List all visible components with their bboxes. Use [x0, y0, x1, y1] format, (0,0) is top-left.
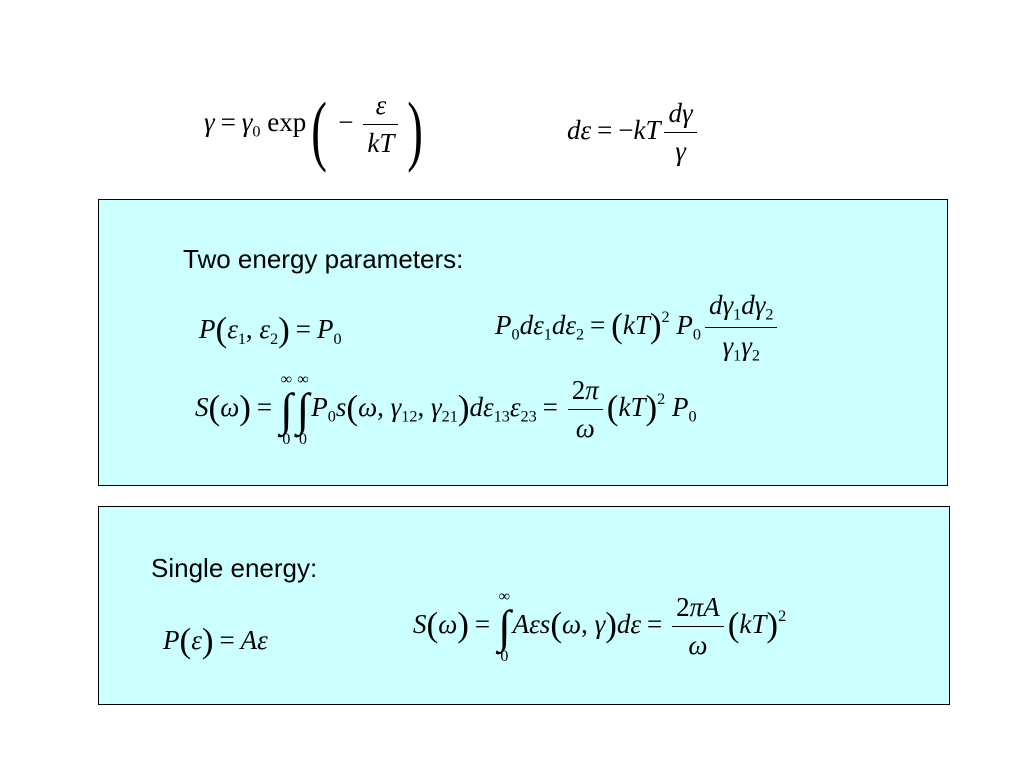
integral-sign: ∞∫0	[280, 371, 293, 448]
heading-single-energy: Single energy:	[151, 553, 318, 583]
equation-two-energy-probability: P(ε1, ε2)=P0	[199, 310, 342, 349]
panel-two-energy: Two energy parameters: P(ε1, ε2)=P0 P0dε…	[98, 199, 948, 486]
heading-two-energy: Two energy parameters:	[183, 244, 464, 274]
integral-sign: ∞∫0	[498, 588, 511, 665]
equation-single-energy-probability: P(ε)=Aε	[163, 621, 268, 660]
integral-sign: ∞∫0	[296, 371, 310, 448]
